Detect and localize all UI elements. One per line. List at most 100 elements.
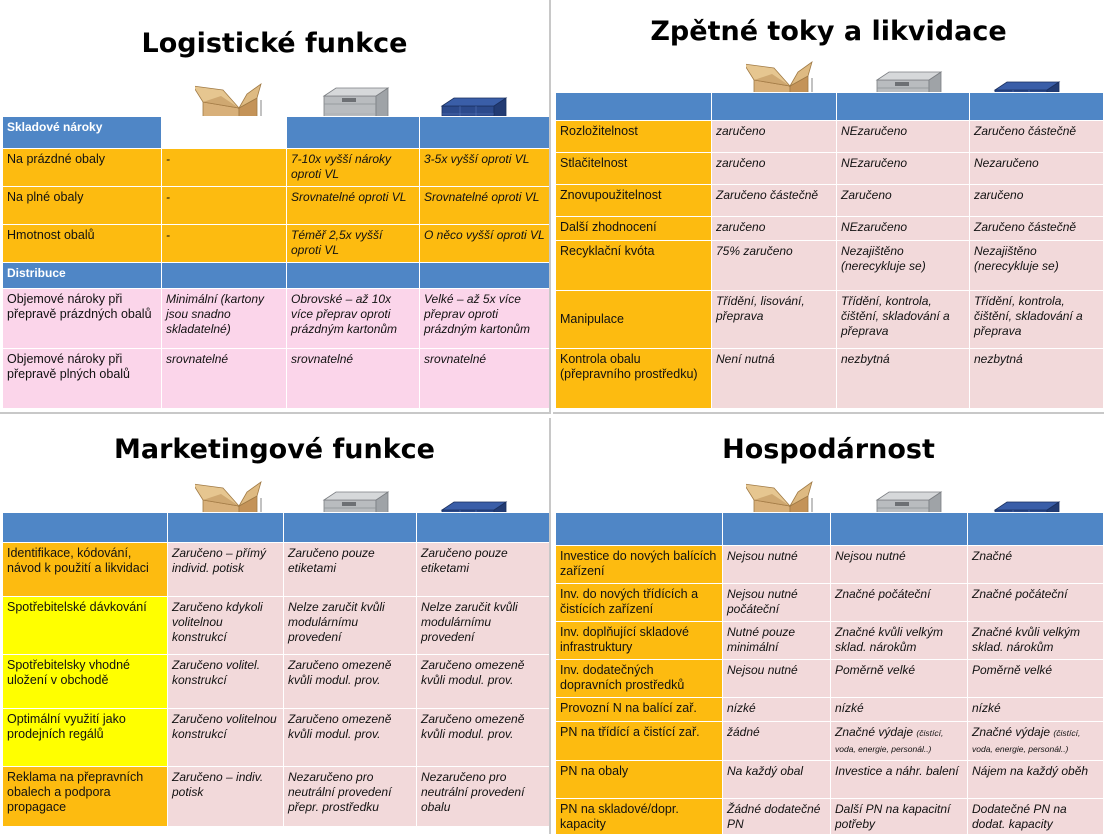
cell: NEzaručeno	[836, 152, 970, 185]
row-label: PN na třídící a čistící zař.	[555, 721, 723, 761]
table-row: Skladové nároky	[2, 116, 549, 149]
cell: Investice a náhr. balení	[830, 760, 968, 799]
cell: Minimální (kartony jsou snadno skladatel…	[161, 288, 287, 349]
cell: Třídění, kontrola, čištění, skladování a…	[836, 290, 970, 349]
cell: Nejsou nutné	[830, 545, 968, 584]
table-row: Identifikace, kódování, návod k použití …	[2, 542, 549, 597]
table-row: Další zhodnocení zaručeno NEzaručeno Zar…	[555, 216, 1104, 241]
cell: Nutné pouze minimální	[722, 621, 831, 660]
cell: Nelze zaručit kvůli modulárnímu proveden…	[283, 596, 417, 655]
cell: Nájem na každý oběh	[967, 760, 1104, 799]
cell: nezbytná	[969, 348, 1104, 409]
cell: Třídění, lisování, přeprava	[711, 290, 837, 349]
table-row: Recyklační kvóta 75% zaručeno Nezajištěn…	[555, 240, 1104, 291]
cell: Třídění, kontrola, čištění, skladování a…	[969, 290, 1104, 349]
cell: Značné kvůli velkým sklad. nárokům	[830, 621, 968, 660]
row-label: Inv. do nových třídících a čistících zař…	[555, 583, 723, 622]
cell: Nelze zaručit kvůli modulárnímu proveden…	[416, 596, 549, 655]
row-label: Rozložitelnost	[555, 120, 712, 153]
table-row: Znovupoužitelnost Zaručeno částečně Zaru…	[555, 184, 1104, 217]
cell: srovnatelné	[419, 348, 549, 409]
cell: Nezajištěno (nerecykluje se)	[836, 240, 970, 291]
cell: Zaručeno – přímý individ. potisk	[167, 542, 284, 597]
row-label: Objemové nároky při přepravě prázdných o…	[2, 288, 162, 349]
cell: Zaručeno částečně	[711, 184, 837, 217]
row-label: Na plné obaly	[2, 186, 162, 225]
cell: NEzaručeno	[836, 120, 970, 153]
table-row: Inv. doplňující skladové infrastruktury …	[555, 621, 1104, 660]
row-label: Identifikace, kódování, návod k použití …	[2, 542, 168, 597]
cell: Nejsou nutné	[722, 545, 831, 584]
cell: Zaručeno – indiv. potisk	[167, 766, 284, 827]
row-label: PN na obaly	[555, 760, 723, 799]
row-label: Recyklační kvóta	[555, 240, 712, 291]
table-row: Na prázdné obaly - 7-10x vyšší nároky op…	[2, 148, 549, 187]
cell: -	[161, 186, 287, 225]
table-row: Reklama na přepravních obalech a podpora…	[2, 766, 549, 827]
cell: Zaručeno omezeně kvůli modul. prov.	[416, 708, 549, 767]
returns-panel: Zpětné toky a likvidace Rozložitelnost z…	[553, 0, 1104, 414]
cell: žádné	[722, 721, 831, 761]
table-row: Inv. dodatečných dopravních prostředků N…	[555, 659, 1104, 698]
cell: Žádné dodatečné PN	[722, 798, 831, 834]
cell: srovnatelné	[161, 348, 287, 409]
cell-main: Značné výdaje	[972, 725, 1051, 739]
table-row: Na plné obaly - Srovnatelné oproti VL Sr…	[2, 186, 549, 225]
table-row: Objemové nároky při přepravě plných obal…	[2, 348, 549, 409]
cell: nezbytná	[836, 348, 970, 409]
table-row: Inv. do nových třídících a čistících zař…	[555, 583, 1104, 622]
cell: Značné	[967, 545, 1104, 584]
row-label: Kontrola obalu (přepravního prostředku)	[555, 348, 712, 409]
row-label: Investice do nových balících zařízení	[555, 545, 723, 584]
table-row: Spotřebitelské dávkování Zaručeno kdykol…	[2, 596, 549, 655]
table-row: Manipulace Třídění, lisování, přeprava T…	[555, 290, 1104, 349]
cell: O něco vyšší oproti VL	[419, 224, 549, 263]
cell: 3-5x vyšší oproti VL	[419, 148, 549, 187]
cell: Zaručeno omezeně kvůli modul. prov.	[283, 654, 417, 709]
returns-title: Zpětné toky a likvidace	[650, 16, 1007, 47]
row-label: Inv. doplňující skladové infrastruktury	[555, 621, 723, 660]
returns-table: Rozložitelnost zaručeno NEzaručeno Zaruč…	[555, 92, 1104, 409]
cell: Značné výdaje (čistící, voda, energie, p…	[967, 721, 1104, 761]
row-label: Inv. dodatečných dopravních prostředků	[555, 659, 723, 698]
cell: Srovnatelné oproti VL	[419, 186, 549, 225]
cell: nízké	[722, 697, 831, 722]
cell: Na každý obal	[722, 760, 831, 799]
marketing-title: Marketingové funkce	[114, 434, 435, 465]
table-row: Investice do nových balících zařízení Ne…	[555, 545, 1104, 584]
cell: Poměrně velké	[967, 659, 1104, 698]
cell: Značné kvůli velkým sklad. nárokům	[967, 621, 1104, 660]
section-header: Distribuce	[2, 262, 162, 289]
logistic-title: Logistické funkce	[141, 28, 408, 59]
cell: Zaručeno	[836, 184, 970, 217]
cell: Dodatečné PN na dodat. kapacity	[967, 798, 1104, 834]
cell: Není nutná	[711, 348, 837, 409]
cell: Nejsou nutné	[722, 659, 831, 698]
cell: Značné počáteční	[830, 583, 968, 622]
cell: Obrovské – až 10x více přeprav oproti pr…	[286, 288, 420, 349]
table-row: Hmotnost obalů - Téměř 2,5x vyšší oproti…	[2, 224, 549, 263]
cell: Další PN na kapacitní potřeby	[830, 798, 968, 834]
cell: Velké – až 5x více přeprav oproti prázdn…	[419, 288, 549, 349]
cell: zaručeno	[969, 184, 1104, 217]
cell: Zaručeno volitelnou konstrukcí	[167, 708, 284, 767]
cell: Zaručeno částečně	[969, 216, 1104, 241]
cell-note: (čistící, voda, energie, personál..)	[972, 728, 1081, 754]
economy-panel: Hospodárnost Investice do nových balícíc…	[553, 418, 1104, 834]
cell: Nejsou nutné počáteční	[722, 583, 831, 622]
table-row	[2, 512, 549, 543]
cell: Poměrně velké	[830, 659, 968, 698]
row-label: Další zhodnocení	[555, 216, 712, 241]
cell: Téměř 2,5x vyšší oproti VL	[286, 224, 420, 263]
marketing-panel: Marketingové funkce Identifikace, kódová…	[0, 418, 551, 834]
table-row: Stlačitelnost zaručeno NEzaručeno Nezaru…	[555, 152, 1104, 185]
row-label: Znovupoužitelnost	[555, 184, 712, 217]
logistic-table: Skladové nároky Na prázdné obaly - 7-10x…	[2, 116, 549, 409]
cell: Nezaručeno pro neutrální provedení přepr…	[283, 766, 417, 827]
table-row: Distribuce	[2, 262, 549, 289]
section-header: Skladové nároky	[2, 116, 162, 149]
row-label: Spotřebitelsky vhodné uložení v obchodě	[2, 654, 168, 709]
row-label: Na prázdné obaly	[2, 148, 162, 187]
cell: Zaručeno pouze etiketami	[416, 542, 549, 597]
table-row: Rozložitelnost zaručeno NEzaručeno Zaruč…	[555, 120, 1104, 153]
